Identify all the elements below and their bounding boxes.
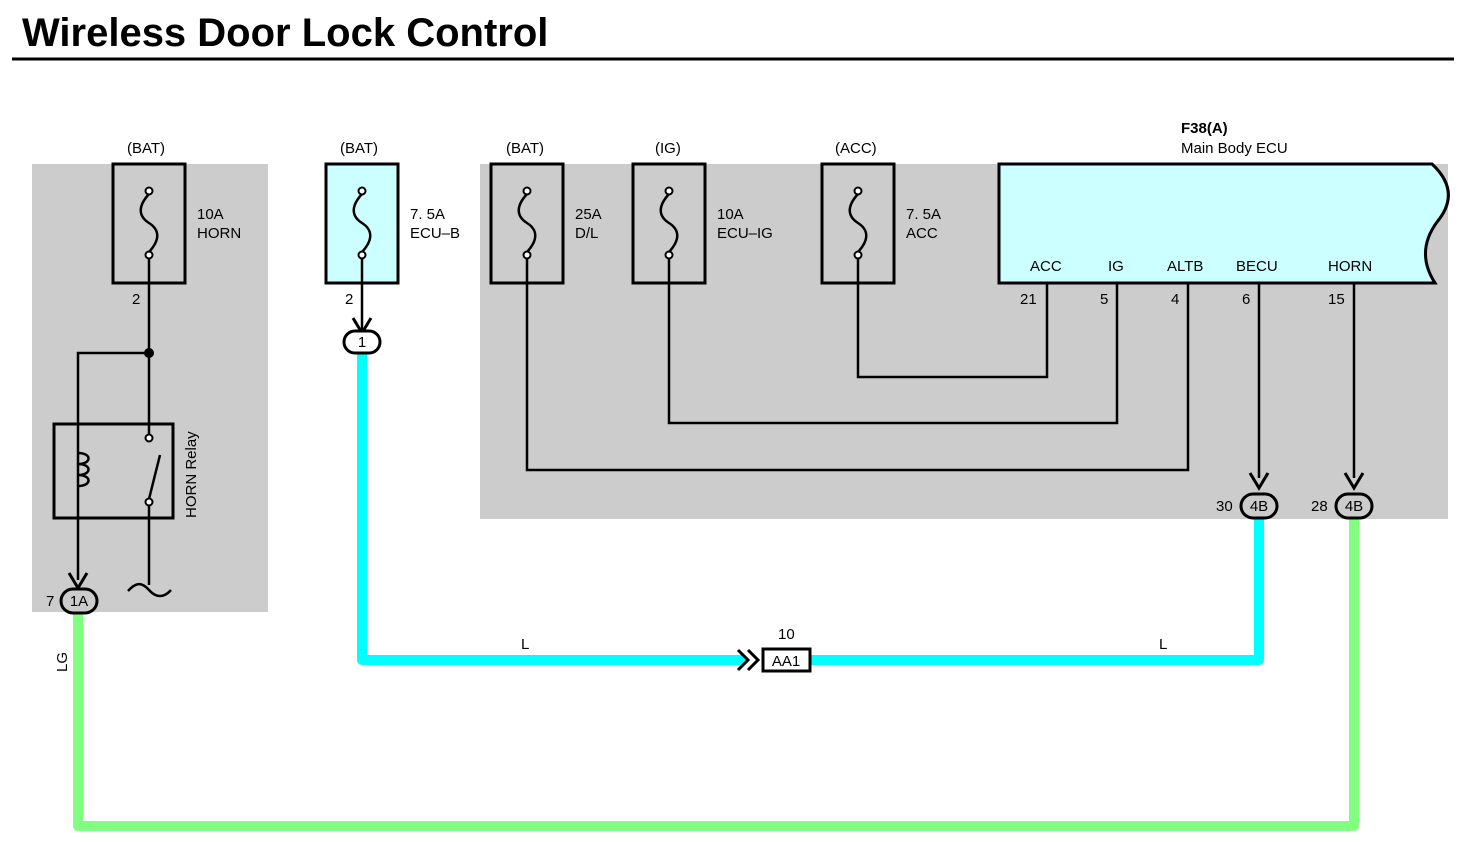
acc-fuse-rating: 7. 5A [906,206,941,223]
connector-4b-horn: 4B 28 [1311,492,1374,520]
splice-dot [144,348,154,358]
ecu-pin-horn: 15 [1328,291,1345,308]
dl-fuse-rating: 25A [575,206,602,223]
fuse-element-icon [352,193,372,253]
wire-label-lg: LG [54,652,71,672]
main-body-ecu [997,162,1450,285]
ecuig-fuse-source: (IG) [655,140,681,157]
dl-fuse-source: (BAT) [506,140,544,157]
ecu-pin-altb: 4 [1171,291,1179,308]
horn-relay-label: HORN Relay [183,431,200,518]
horn-fuse-name: HORN [197,225,241,242]
ecu-terminal-ig: IG [1108,258,1124,275]
wire-lg [73,513,1359,831]
page-title: Wireless Door Lock Control [22,11,548,55]
acc-fuse-name: ACC [906,225,938,242]
connector-4b-becu-pin: 30 [1216,498,1233,515]
relay-coil-icon [77,451,90,488]
ecu-terminal-acc: ACC [1030,258,1062,275]
dl-fuse-name: D/L [575,225,598,242]
arrow-down-icon [1248,472,1270,491]
connector-aa1: AA1 10 [736,626,812,673]
ecu-code: F38(A) [1181,120,1228,137]
connector-1-id: 1 [358,334,366,351]
ecu-name: Main Body ECU [1181,140,1288,157]
ecu-pin-acc: 21 [1020,291,1037,308]
ecu-pin-becu: 6 [1242,291,1250,308]
wire-label-l-right: L [1159,636,1167,653]
ecub-fuse: (BAT) 7. 5A ECU–B 2 [324,140,460,308]
ground-icon [127,582,172,598]
ecu-terminal-altb: ALTB [1167,258,1203,275]
connector-aa1-pin: 10 [778,626,795,643]
connector-4b-horn-id: 4B [1345,498,1363,515]
horn-fuse-pin: 2 [132,291,140,308]
connector-aa1-id: AA1 [772,653,800,670]
fuse-element-icon [659,193,679,253]
ecub-fuse-pin: 2 [345,291,353,308]
ecu-pin-ig: 5 [1100,291,1108,308]
connector-4b-becu: 4B 30 [1216,492,1279,520]
horn-fuse-rating: 10A [197,206,224,223]
connector-4b-horn-pin: 28 [1311,498,1328,515]
ecub-fuse-source: (BAT) [340,140,378,157]
connector-1: 1 [342,329,382,355]
double-chevron-icon [736,648,761,672]
ecuig-fuse-name: ECU–IG [717,225,773,242]
junction-wires [525,258,1356,478]
fuse-element-icon [517,193,537,253]
fuse-element-icon [848,193,868,253]
horn-fuse-source: (BAT) [127,140,165,157]
wire-l-right [805,513,1264,665]
fuse-element-icon [139,193,159,253]
ecu-terminal-becu: BECU [1236,258,1278,275]
ecub-fuse-rating: 7. 5A [410,206,445,223]
connector-1a: 1A 7 [46,587,99,615]
wire-label-l-left: L [521,636,529,653]
connector-1a-pin: 7 [46,593,54,610]
horn-relay: HORN Relay [52,422,200,520]
acc-fuse-source: (ACC) [835,140,877,157]
arrow-down-icon [1343,472,1365,491]
wire-l-left [357,347,747,665]
ecu-terminal-horn: HORN [1328,258,1372,275]
relay-switch-icon [147,454,162,500]
ecuig-fuse-rating: 10A [717,206,744,223]
ecub-fuse-name: ECU–B [410,225,460,242]
connector-1a-id: 1A [70,593,88,610]
connector-4b-becu-id: 4B [1250,498,1268,515]
